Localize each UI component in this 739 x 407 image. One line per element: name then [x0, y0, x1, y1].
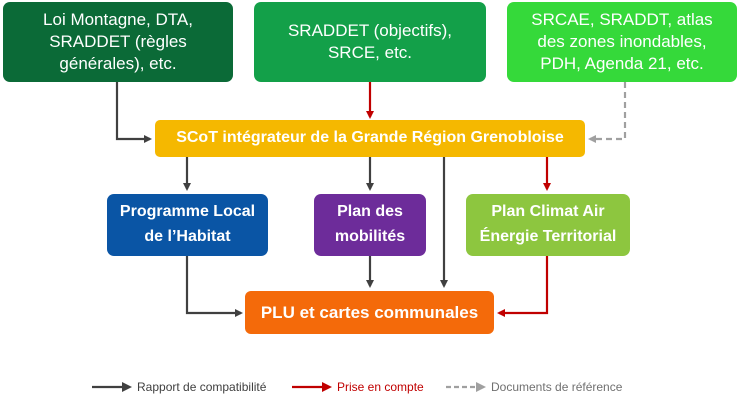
legend-documents-reference: Documents de référence	[446, 378, 622, 396]
box-srcae-sraddt: SRCAE, SRADDT, atlas des zones inondable…	[507, 2, 737, 82]
box-scot-label: SCoT intégrateur de la Grande Région Gre…	[176, 129, 564, 147]
legend-prise-en-compte: Prise en compte	[292, 378, 424, 396]
box-srcae-sraddt-label: SRCAE, SRADDT, atlas des zones inondable…	[531, 10, 713, 73]
box-sraddet-objectifs: SRADDET (objectifs), SRCE, etc.	[254, 2, 486, 82]
box-plu-cartes-communales: PLU et cartes communales	[245, 291, 494, 334]
box-plan-des-mobilites: Plan des mobilités	[314, 194, 426, 256]
legend-compatibilite-label: Rapport de compatibilité	[137, 380, 267, 394]
box-scot: SCoT intégrateur de la Grande Région Gre…	[155, 120, 585, 157]
box-programme-local-habitat: Programme Local de l’Habitat	[107, 194, 268, 256]
box-programme-local-habitat-label: Programme Local de l’Habitat	[119, 203, 256, 245]
arrow-plh-to-plu	[185, 256, 243, 317]
legend-documents-reference-label: Documents de référence	[491, 380, 623, 394]
box-loi-montagne-dta: Loi Montagne, DTA, SRADDET (règles génér…	[3, 2, 233, 82]
arrow-srcae-to-scot	[588, 82, 627, 143]
box-plan-climat-air-energie: Plan Climat Air Énergie Territorial	[466, 194, 630, 256]
legend-red-arrow-icon	[292, 382, 332, 392]
legend-prise-en-compte-label: Prise en compte	[337, 380, 424, 394]
legend-compatibilite: Rapport de compatibilité	[92, 378, 266, 396]
box-plan-des-mobilites-label: Plan des mobilités	[334, 203, 406, 245]
legend-grey-dashed-arrow-icon	[446, 382, 486, 392]
box-sraddet-objectifs-label: SRADDET (objectifs), SRCE, etc.	[287, 21, 453, 62]
box-plu-cartes-communales-label: PLU et cartes communales	[260, 302, 479, 322]
arrow-loi-montagne-to-scot	[115, 82, 152, 143]
box-plan-climat-air-energie-label: Plan Climat Air Énergie Territorial	[479, 203, 617, 245]
legend-black-arrow-icon	[92, 382, 132, 392]
arrow-pcaet-to-plu	[497, 256, 549, 317]
box-loi-montagne-dta-label: Loi Montagne, DTA, SRADDET (règles génér…	[43, 10, 193, 73]
